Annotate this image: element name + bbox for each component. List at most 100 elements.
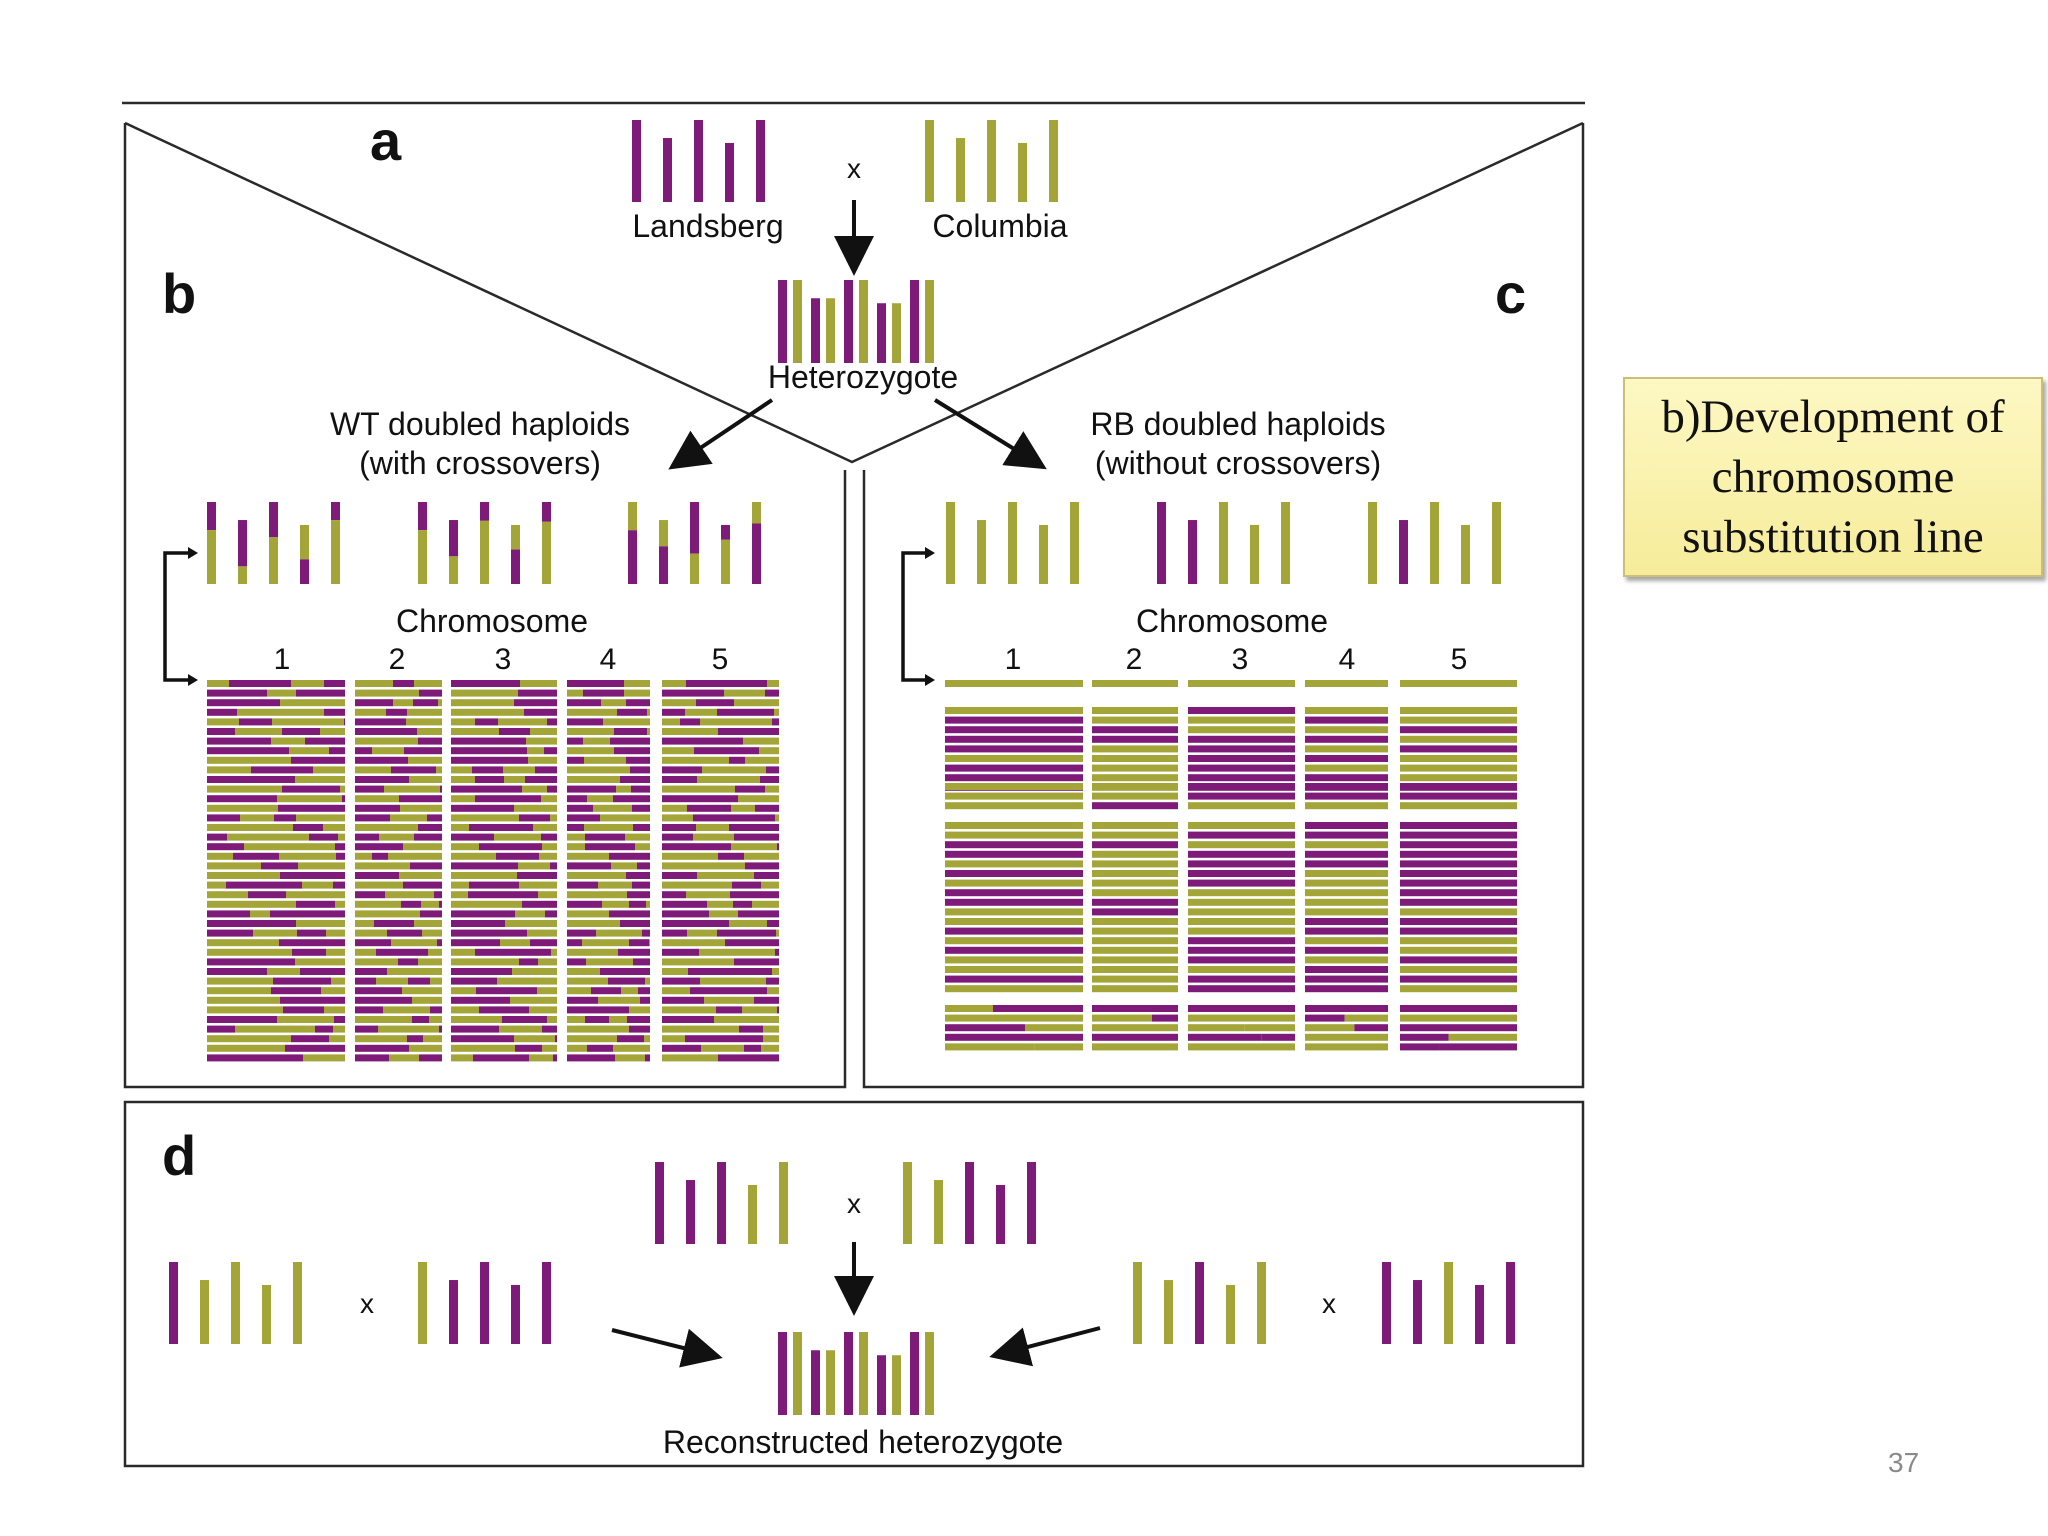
genotype-segment bbox=[451, 708, 524, 716]
genotype-segment bbox=[1400, 908, 1517, 916]
genotype-segment bbox=[567, 833, 585, 841]
genotype-segment bbox=[355, 939, 391, 947]
genotype-segment bbox=[207, 747, 289, 755]
chromosome-segment bbox=[628, 530, 637, 584]
genotype-segment bbox=[428, 948, 442, 956]
genotype-segment bbox=[585, 833, 625, 841]
chromosome-stick bbox=[826, 298, 835, 363]
genotype-segment bbox=[233, 852, 279, 860]
genotype-segment bbox=[1188, 889, 1295, 897]
genotype-segment bbox=[763, 1035, 779, 1043]
genotype-segment bbox=[387, 929, 422, 937]
chromosome-stick bbox=[1475, 1284, 1484, 1344]
genotype-segment bbox=[1188, 745, 1295, 753]
genotype-segment bbox=[418, 958, 442, 966]
genotype-segment bbox=[587, 1044, 613, 1052]
genotype-segment bbox=[355, 852, 372, 860]
chromosome-stick bbox=[1008, 502, 1017, 584]
genotype-segment bbox=[584, 756, 626, 764]
genotype-segment bbox=[475, 948, 551, 956]
chromosome-segment bbox=[721, 524, 730, 540]
genotype-segment bbox=[239, 718, 272, 726]
genotype-segment bbox=[402, 987, 442, 995]
genotype-segment bbox=[335, 843, 345, 851]
rb-chr-1: 1 bbox=[1005, 643, 1022, 676]
genotype-segment bbox=[295, 776, 345, 783]
genotype-segment bbox=[207, 843, 244, 851]
genotype-segment bbox=[567, 785, 616, 793]
genotype-segment bbox=[355, 718, 406, 726]
genotype-segment bbox=[620, 920, 650, 927]
genotype-segment bbox=[1448, 1033, 1517, 1041]
genotype-segment bbox=[945, 1014, 1083, 1022]
chromosome-stick bbox=[1382, 1262, 1391, 1344]
genotype-segment bbox=[1305, 1005, 1358, 1012]
panel-label-a: a bbox=[370, 109, 402, 172]
genotype-segment bbox=[662, 987, 690, 995]
genotype-segment bbox=[390, 814, 427, 822]
genotype-segment bbox=[1400, 975, 1517, 983]
genotype-segment bbox=[376, 948, 428, 956]
genotype-segment bbox=[662, 718, 680, 726]
genotype-segment bbox=[538, 891, 557, 899]
genotype-segment bbox=[355, 929, 387, 937]
genotype-segment bbox=[451, 920, 505, 927]
genotype-segment bbox=[633, 958, 650, 966]
genotype-segment bbox=[629, 1025, 650, 1033]
wt-chromosome-axis-title: Chromosome bbox=[396, 603, 588, 639]
genotype-segment bbox=[583, 689, 624, 697]
genotype-segment bbox=[451, 737, 526, 745]
genotype-segment bbox=[451, 852, 496, 860]
wt-chr-4: 4 bbox=[600, 643, 617, 676]
genotype-segment bbox=[567, 881, 598, 889]
genotype-segment bbox=[355, 804, 400, 812]
chromosome-segment bbox=[207, 530, 216, 584]
genotype-segment bbox=[1400, 726, 1517, 734]
genotype-segment bbox=[529, 1006, 557, 1014]
chromosome-stick bbox=[844, 1332, 853, 1415]
genotype-segment bbox=[680, 718, 700, 726]
genotype-segment bbox=[945, 918, 1083, 925]
genotype-segment bbox=[1400, 860, 1517, 868]
genotype-segment bbox=[1305, 764, 1388, 772]
genotype-segment bbox=[434, 891, 442, 899]
genotype-segment bbox=[709, 910, 738, 918]
genotype-segment bbox=[420, 910, 442, 918]
genotype-segment bbox=[422, 929, 442, 937]
genotype-segment bbox=[614, 747, 650, 755]
chromosome-stick bbox=[1018, 142, 1027, 202]
genotype-segment bbox=[1305, 1033, 1388, 1041]
genotype-segment bbox=[355, 977, 376, 985]
genotype-segment bbox=[515, 910, 545, 918]
genotype-segment bbox=[662, 728, 718, 735]
genotype-segment bbox=[286, 891, 345, 899]
chromosome-segment bbox=[449, 520, 458, 557]
genotype-segment bbox=[274, 814, 296, 822]
genotype-segment bbox=[593, 804, 632, 812]
genotype-segment bbox=[451, 756, 528, 764]
genotype-segment bbox=[1400, 889, 1517, 897]
genotype-segment bbox=[598, 881, 632, 889]
wt-chr-1: 1 bbox=[274, 643, 291, 676]
genotype-segment bbox=[1305, 956, 1388, 964]
genotype-segment bbox=[517, 872, 557, 879]
genotype-segment bbox=[282, 728, 320, 735]
arrow-to-rb bbox=[933, 398, 1047, 470]
genotype-segment bbox=[1188, 726, 1295, 734]
genotype-segment bbox=[767, 920, 779, 927]
genotype-segment bbox=[298, 862, 345, 870]
genotype-segment bbox=[945, 1043, 1035, 1051]
genotype-segment bbox=[451, 958, 519, 966]
rb-example-1 bbox=[946, 502, 1079, 584]
chromosome-segment bbox=[238, 520, 247, 567]
genotype-segment bbox=[207, 891, 248, 899]
genotype-segment bbox=[761, 1044, 779, 1052]
genotype-segment bbox=[945, 774, 1083, 782]
genotype-segment bbox=[250, 910, 270, 918]
genotype-segment bbox=[617, 708, 647, 716]
genotype-segment bbox=[585, 843, 635, 851]
genotype-segment bbox=[323, 824, 345, 831]
genotype-segment bbox=[475, 718, 498, 726]
genotype-segment bbox=[526, 737, 557, 745]
genotype-segment bbox=[761, 881, 779, 889]
